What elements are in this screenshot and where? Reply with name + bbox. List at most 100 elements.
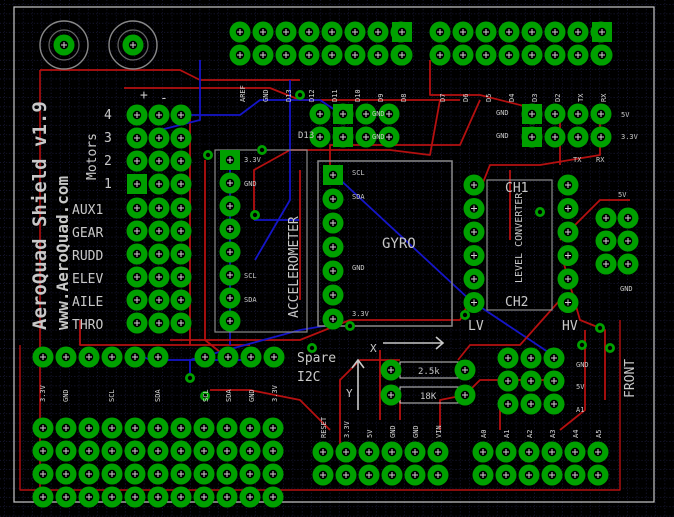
solder-pad	[147, 440, 169, 462]
via	[345, 321, 355, 331]
solder-pad	[521, 21, 543, 43]
solder-pad	[378, 126, 400, 148]
solder-pad	[520, 347, 542, 369]
solder-pad	[358, 464, 380, 486]
mount-hole-right	[108, 20, 158, 70]
top-header-pin-label: GND	[262, 89, 270, 102]
v5-label-side: 5V	[618, 191, 627, 199]
solder-pad	[557, 198, 579, 219]
solder-pad	[124, 417, 146, 439]
d13-label: D13	[298, 131, 314, 141]
motor-number: 1	[104, 177, 112, 192]
receiver-labels: AUX1 GEAR RUDD ELEV AILE THRO	[72, 203, 103, 333]
solder-pad	[219, 310, 241, 332]
solder-pad	[101, 346, 123, 368]
solder-pad	[472, 464, 494, 486]
gnd-label-d13b: GND	[372, 133, 385, 141]
solder-pad	[463, 221, 485, 243]
via	[295, 90, 305, 100]
trace	[79, 320, 190, 346]
solder-pad	[126, 312, 148, 334]
pad-layer	[32, 21, 639, 508]
solder-pad	[193, 440, 215, 462]
solder-pad	[463, 245, 485, 266]
solder-pad	[170, 197, 192, 219]
solder-pad	[220, 150, 240, 170]
solder-pad	[520, 393, 542, 415]
gyro-label: GYRO	[382, 236, 416, 252]
solder-pad	[262, 417, 284, 439]
solder-pad	[147, 346, 169, 368]
via	[307, 343, 317, 353]
solder-pad	[463, 198, 485, 219]
solder-pad	[148, 266, 170, 288]
solder-pad	[392, 22, 412, 42]
solder-pad	[498, 44, 520, 66]
solder-pad	[427, 441, 449, 463]
solder-pad	[497, 393, 519, 415]
solder-pad	[126, 150, 148, 172]
acc-scl-label: SCL	[244, 272, 257, 280]
analog-pin-label: A4	[572, 430, 580, 438]
left-bottom-pin-label: SDA	[154, 389, 162, 402]
solder-pad	[617, 253, 639, 275]
top-header-pin-label: D8	[400, 94, 408, 102]
ch1-label: CH1	[505, 181, 528, 196]
motor-minus-label: -	[160, 91, 168, 106]
i2c-pin-label: 3.3V	[271, 384, 279, 402]
solder-pad	[32, 486, 54, 508]
solder-pad	[298, 44, 320, 66]
solder-pad	[219, 218, 241, 240]
receiver-label: GEAR	[72, 226, 103, 241]
solder-pad	[148, 312, 170, 334]
solder-pad	[564, 464, 586, 486]
solder-pad	[522, 104, 542, 124]
solder-pad	[567, 126, 589, 148]
solder-pad	[55, 486, 77, 508]
solder-pad	[520, 370, 542, 392]
solder-pad	[124, 346, 146, 368]
solder-pad	[32, 417, 54, 439]
motor-number: 2	[104, 154, 112, 169]
solder-pad	[495, 464, 517, 486]
left-bottom-pin-label: GND	[62, 389, 70, 402]
trace	[457, 299, 561, 361]
solder-pad	[216, 417, 238, 439]
solder-pad	[321, 44, 343, 66]
top-header-pin-label: D10	[354, 89, 362, 102]
solder-pad	[322, 236, 344, 258]
solder-pad	[475, 21, 497, 43]
solder-pad	[452, 21, 474, 43]
tx-label: TX	[573, 156, 582, 164]
left-bottom-pin-label: SCL	[108, 389, 116, 402]
solder-pad	[475, 44, 497, 66]
solder-pad	[454, 359, 476, 381]
solder-pad	[170, 312, 192, 334]
solder-pad	[380, 359, 402, 381]
power-pin-label: GND	[389, 425, 397, 438]
solder-pad	[322, 260, 344, 282]
solder-pad	[367, 44, 389, 66]
solder-pad	[78, 346, 100, 368]
solder-pad	[101, 417, 123, 439]
solder-pad	[78, 440, 100, 462]
v5-label-right: 5V	[621, 111, 630, 119]
solder-pad	[170, 243, 192, 265]
solder-pad	[521, 44, 543, 66]
solder-pad	[170, 220, 192, 242]
solder-pad	[229, 44, 251, 66]
solder-pad	[219, 195, 241, 217]
gnd-label-txrx2: GND	[496, 132, 509, 140]
solder-pad	[541, 441, 563, 463]
top-header-pin-label: D9	[377, 94, 385, 102]
solder-pad	[275, 44, 297, 66]
solder-pad	[126, 104, 148, 126]
left-bottom-pin-label: 3.3V	[39, 384, 47, 402]
solder-pad	[78, 486, 100, 508]
via	[460, 310, 470, 320]
axis-x-arrow	[383, 336, 445, 350]
solder-pad	[126, 289, 148, 311]
solder-pad	[321, 21, 343, 43]
via	[577, 340, 587, 350]
